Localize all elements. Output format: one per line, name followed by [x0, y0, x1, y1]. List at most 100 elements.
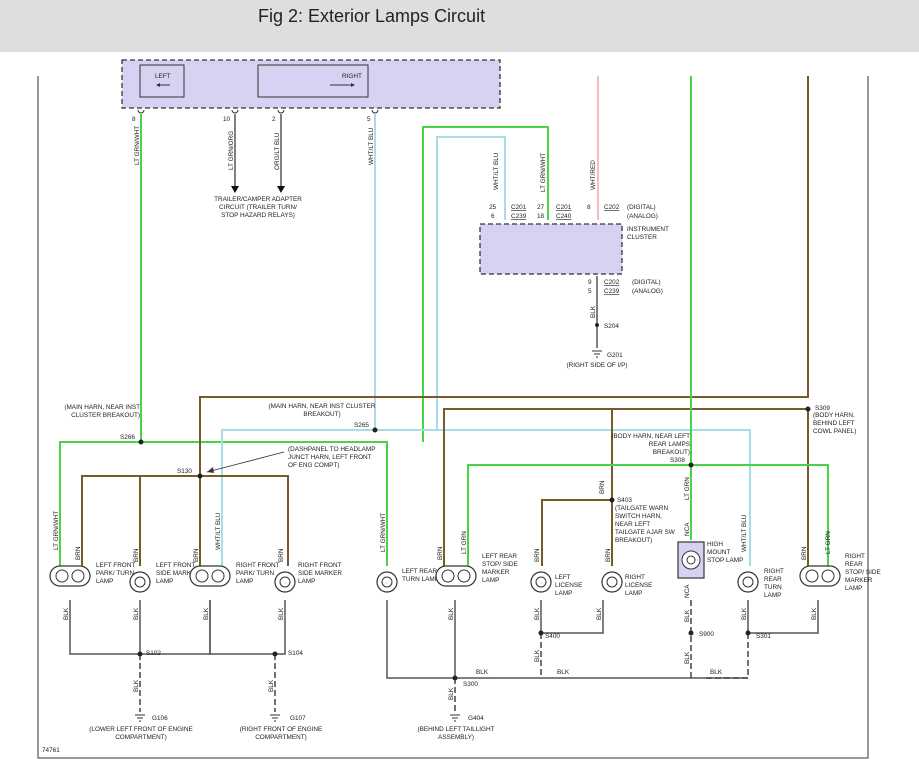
splice-s130-leader-arrow-icon [207, 467, 214, 473]
lamp-left-rear-turn-wire: LT GRN/WHT [380, 513, 387, 552]
svg-text:10: 10 [223, 116, 231, 123]
lamp-right-license [601, 571, 623, 593]
lamp-right-front-park-wire-2: BRN [193, 548, 200, 562]
splice-s300-dot [452, 675, 458, 681]
wire-label-wht-lt-blu: WHT/LT BLU [368, 127, 375, 165]
cluster-conn-c239-a: C239 [511, 213, 527, 220]
ground-g201-icon [592, 350, 602, 358]
lamp-right-rear-turn-wire: WHT/LT BLU [741, 514, 748, 552]
right-arrowhead-icon [351, 83, 355, 87]
lamp-left-license-label: LEFT LICENSE LAMP [555, 574, 582, 597]
splice-s130-leader [206, 451, 285, 473]
lamp-right-license-label: RIGHT LICENSE LAMP [625, 574, 652, 597]
lamp-left-front-park-turn-label: LEFT FRONT PARK/ TURN LAMP [96, 562, 135, 585]
cluster-pin-6: 6 [491, 213, 495, 220]
header-bar: Fig 2: Exterior Lamps Circuit [0, 0, 919, 52]
cluster-conn-c240-b: C240 [556, 213, 572, 220]
module-pin-5: 5 [367, 109, 379, 123]
instrument-cluster-label-1: INSTRUMENT [627, 226, 669, 233]
splice-s300-label: S300 [463, 681, 478, 688]
right-turn-switch-box [257, 64, 369, 98]
trailer-arrow-2-icon [277, 186, 285, 193]
ground-right-rear-dashed [705, 633, 749, 679]
svg-text:5: 5 [367, 116, 371, 123]
lamp-left-rear-stop-wire-1: BRN [437, 546, 444, 560]
lamp-right-front-park-turn-label: RIGHT FRONT PARK/ TURN LAMP [236, 562, 279, 585]
splice-s301-dot [745, 630, 751, 636]
blk-label-8: BLK [534, 607, 541, 620]
ground-g106-icon [135, 714, 145, 722]
wire-lt-grn-wht-cluster [422, 126, 549, 442]
splice-s102-label: S102 [146, 650, 161, 657]
lamp-left-rear-stop-side-marker [435, 565, 477, 587]
lamp-left-rear-turn-label: LEFT REAR TURN LAMP [402, 568, 439, 583]
lamp-high-mount-wire: LT GRN [684, 477, 691, 500]
blk-label-11: BLK [741, 607, 748, 620]
wire-label-lt-grn-org: LT GRN/ORG [228, 131, 235, 170]
splice-s900-dot [688, 630, 694, 636]
splice-s266-label: S266 [120, 434, 135, 441]
ground-g106-location: (LOWER LEFT FRONT OF ENGINE COMPARTMENT) [89, 726, 192, 741]
lamp-left-front-park-turn [49, 565, 91, 587]
license-feed-wire-label: BRN [599, 480, 606, 494]
cluster-bottom-conn-c202: C202 [604, 279, 620, 286]
splice-s301-label: S301 [756, 633, 771, 640]
cluster-pin-25: 25 [489, 204, 497, 211]
splice-s900-label: S900 [699, 631, 714, 638]
blk-label-7: BLK [448, 607, 455, 620]
figure-id: 74761 [42, 747, 60, 754]
lamp-left-front-side-marker-wire: BRN [133, 548, 140, 562]
blk-label-3: BLK [203, 607, 210, 620]
splice-s308-dot [688, 462, 694, 468]
lamp-left-license [530, 571, 552, 593]
cluster-bottom-mode-analog: (ANALOG) [632, 288, 663, 295]
cluster-bottom-pin-9: 9 [588, 279, 592, 286]
splice-s102-dot [137, 651, 143, 657]
module-left-label: LEFT [155, 73, 171, 80]
instrument-cluster-label-2: CLUSTER [627, 234, 657, 241]
trailer-circuit-label: TRAILER/CAMPER ADAPTER CIRCUIT (TRAILER … [214, 196, 302, 219]
ground-g404-icon [450, 714, 460, 722]
lamp-right-front-park-wire-1: WHT/LT BLU [215, 512, 222, 550]
ground-right-rear-wire [747, 600, 819, 634]
lamp-left-front-park-wire-1: LT GRN/WHT [53, 511, 60, 550]
svg-text:2: 2 [272, 116, 276, 123]
splice-s204-label: S204 [604, 323, 619, 330]
cluster-pin-18: 18 [537, 213, 545, 220]
blk-label-10: BLK [684, 609, 691, 622]
lamp-high-mount-stop [677, 541, 705, 579]
lamp-right-license-wire: BRN [605, 548, 612, 562]
blk-label-2: BLK [133, 607, 140, 620]
cluster-mode-digital: (DIGITAL) [627, 204, 656, 211]
cluster-wire-label-wht-lt-blu: WHT/LT BLU [493, 152, 500, 190]
blk-label-18: BLK [448, 687, 455, 700]
instrument-cluster-box [479, 223, 623, 275]
wire-brn-left-rear [443, 408, 808, 566]
ground-g404-location: (BEHIND LEFT TAILLIGHT ASSEMBLY) [417, 726, 494, 741]
splice-s104-label: S104 [288, 650, 303, 657]
lamp-left-license-wire: BRN [534, 548, 541, 562]
wire-brn-left-marker [139, 475, 200, 566]
exterior-lamp-module [121, 59, 501, 109]
splice-s204-dot [595, 323, 599, 327]
cluster-bottom-conn-c239: C239 [604, 288, 620, 295]
lamp-right-rear-stop-wire-1: BRN [801, 546, 808, 560]
wire-wht-lt-blu-right-front [221, 429, 375, 566]
ground-g107-icon [270, 714, 280, 722]
splice-s400-label: S400 [545, 633, 560, 640]
splice-s309-dot [805, 406, 811, 412]
wire-label-lt-grn-wht: LT GRN/WHT [134, 126, 141, 165]
lamp-right-front-park-turn [189, 565, 231, 587]
blk-label-9: BLK [596, 607, 603, 620]
cluster-conn-c202: C202 [604, 204, 620, 211]
splice-s400-dot [538, 630, 544, 636]
cluster-bottom-pin-5: 5 [588, 288, 592, 295]
blk-label-17: BLK [710, 669, 723, 676]
module-pin-2: 2 [272, 109, 285, 123]
splice-s403-dot [609, 497, 615, 503]
splice-s403-label: S403 [617, 497, 632, 504]
splice-s265-label: S265 [354, 422, 369, 429]
ground-g404-label: G404 [468, 715, 484, 722]
splice-s265-dot [372, 427, 378, 433]
